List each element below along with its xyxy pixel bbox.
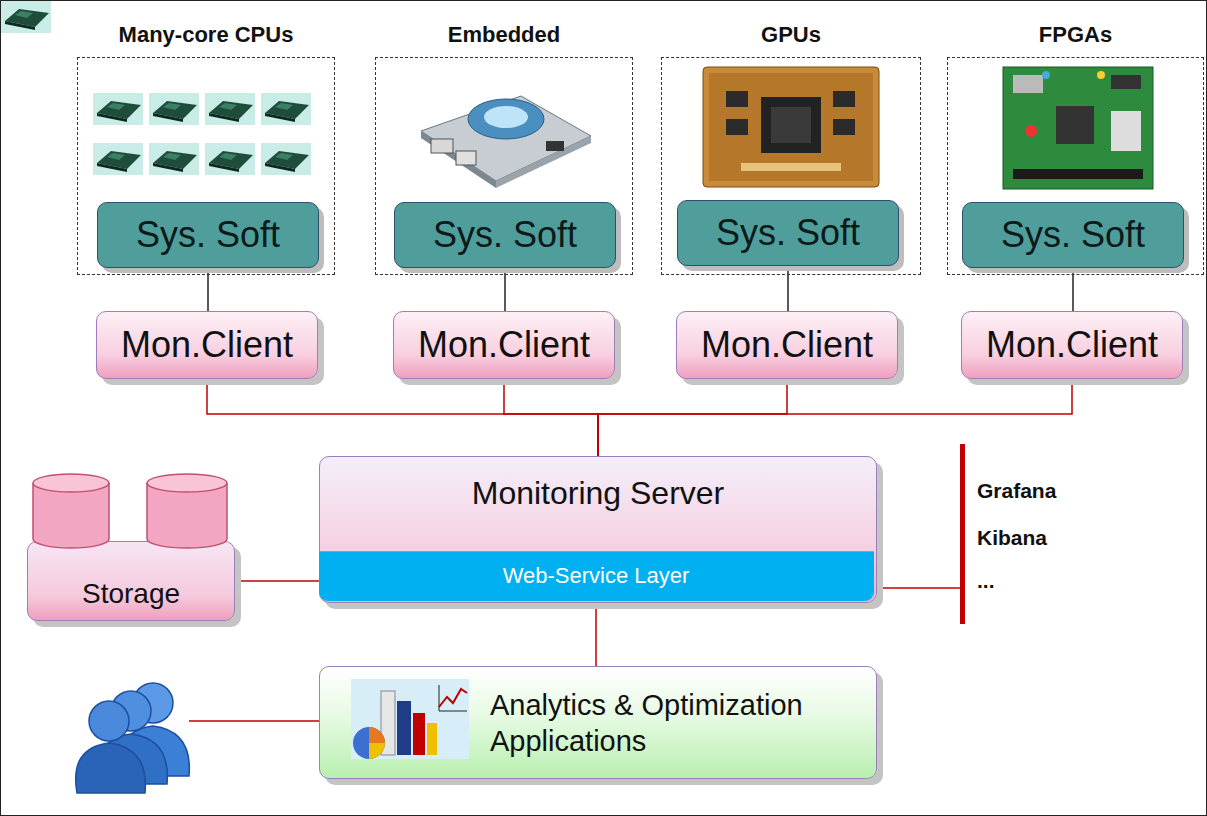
tools-bar	[960, 444, 965, 624]
group-heading: GPUs	[632, 22, 950, 48]
node-label: Analytics & Optimization Applications	[490, 686, 860, 759]
node-label: Monitoring Server	[472, 475, 725, 512]
users-link	[189, 720, 319, 722]
tool-label: Kibana	[977, 526, 1047, 550]
connector-line	[787, 266, 789, 311]
storage-box: Storage	[27, 541, 235, 621]
node-label: Sys. Soft	[433, 214, 577, 256]
applications-box: Analytics & Optimization Applications	[319, 666, 877, 779]
connector-line	[595, 601, 597, 666]
monitoring-server-box: Monitoring ServerWeb-Service Layer	[319, 456, 877, 603]
group-heading: Many-core CPUs	[48, 22, 364, 48]
monitoring-client-box: Mon.Client	[96, 311, 318, 379]
node-label: Mon.Client	[701, 324, 873, 366]
group-heading: Embedded	[346, 22, 662, 48]
system-software-box: Sys. Soft	[394, 202, 616, 268]
node-label: Sys. Soft	[136, 214, 280, 256]
storage-cylinders	[33, 474, 227, 548]
tools-link	[877, 587, 961, 589]
embedded-board	[421, 96, 591, 188]
system-software-box: Sys. Soft	[962, 202, 1184, 268]
node-label: Web-Service Layer	[503, 563, 690, 589]
connector-line	[207, 379, 598, 456]
connector-line	[598, 379, 787, 456]
device-group: GPUsSys. Soft	[661, 57, 921, 275]
gpu-board	[703, 67, 879, 187]
tool-label: Grafana	[977, 479, 1056, 503]
node-label: Mon.Client	[418, 324, 590, 366]
device-group: FPGAsSys. Soft	[947, 57, 1204, 275]
group-heading: FPGAs	[918, 22, 1207, 48]
connector-line	[504, 379, 598, 456]
node-label: Storage	[82, 578, 180, 610]
fpga-board	[1003, 67, 1153, 189]
device-group: Many-core CPUsSys. Soft	[77, 57, 335, 275]
monitoring-client-box: Mon.Client	[676, 311, 898, 379]
device-group: EmbeddedSys. Soft	[375, 57, 633, 275]
system-software-box: Sys. Soft	[677, 200, 899, 266]
monitoring-client-box: Mon.Client	[961, 311, 1183, 379]
node-label: Sys. Soft	[716, 212, 860, 254]
node-label: Mon.Client	[121, 324, 293, 366]
system-software-box: Sys. Soft	[97, 202, 319, 268]
tool-label: ...	[977, 569, 995, 593]
connector-line	[598, 379, 1072, 456]
web-service-layer-band: Web-Service Layer	[319, 551, 874, 602]
users-icon	[76, 683, 190, 793]
node-label: Mon.Client	[986, 324, 1158, 366]
connector-line	[235, 580, 319, 582]
node-label: Sys. Soft	[1001, 214, 1145, 256]
monitoring-client-box: Mon.Client	[393, 311, 615, 379]
